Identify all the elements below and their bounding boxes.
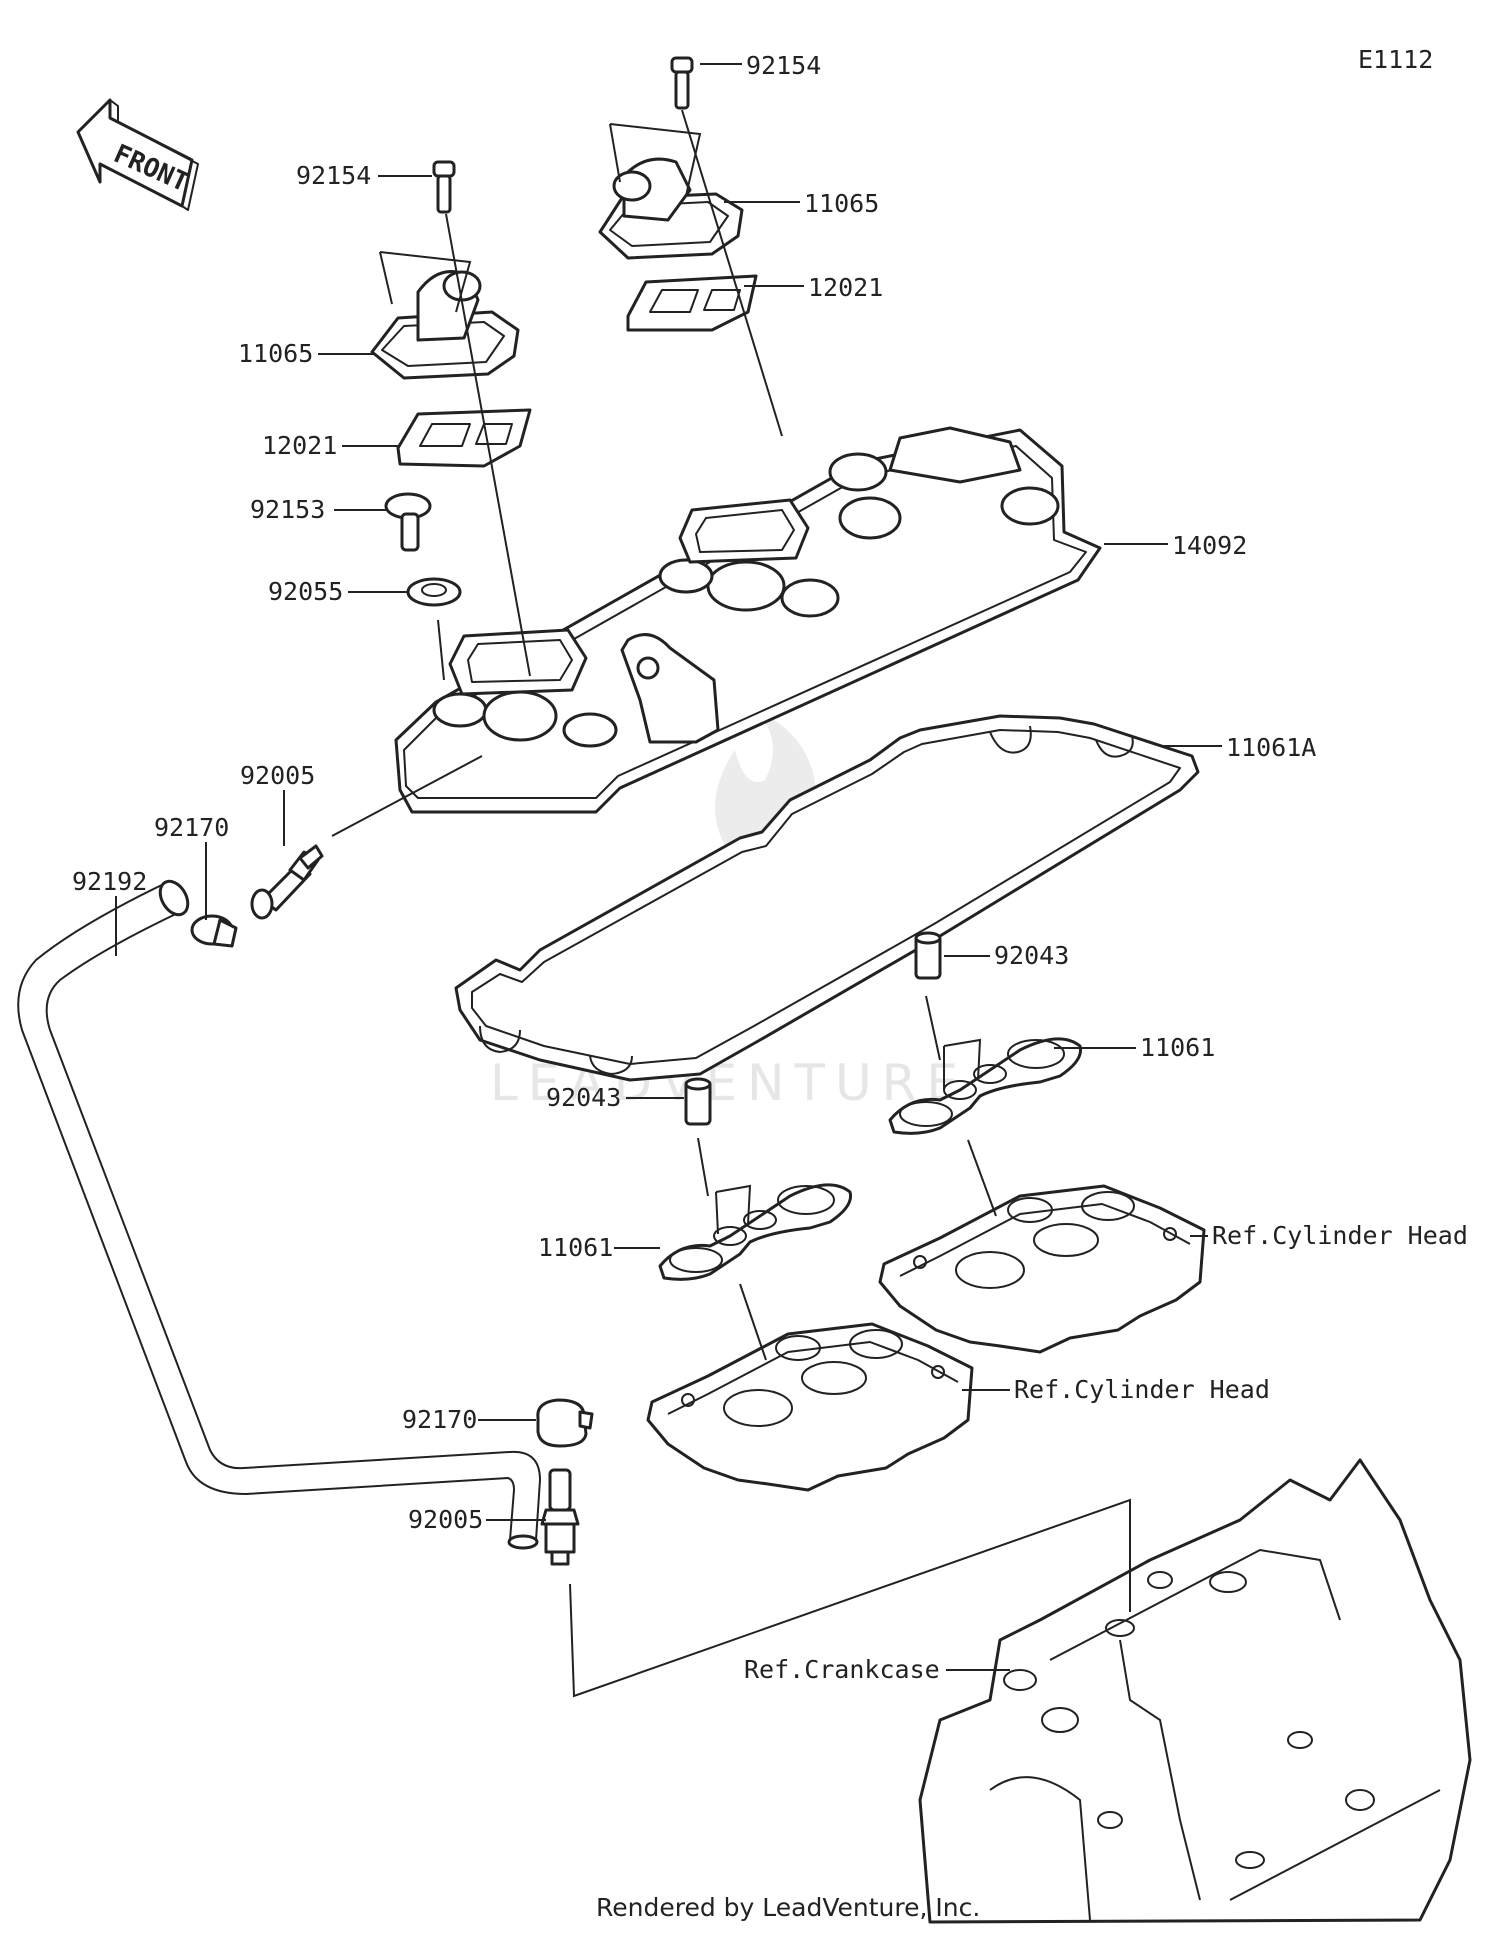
cylinder-head-ref-left bbox=[646, 1322, 974, 1492]
callout-92192: 92192 bbox=[72, 867, 147, 896]
grommet-92055 bbox=[406, 577, 462, 607]
bolt-92153 bbox=[384, 492, 432, 552]
callout-labels: 92154 92154 11065 11065 12021 12021 9215… bbox=[72, 51, 1468, 1684]
gasket-12021-right bbox=[626, 274, 758, 332]
callout-11065-left: 11065 bbox=[238, 339, 313, 368]
cylinder-head-ref-right bbox=[878, 1184, 1206, 1354]
clamp-92170-bottom bbox=[536, 1398, 594, 1448]
callout-12021-left: 12021 bbox=[262, 431, 337, 460]
fitting-92005-bottom bbox=[540, 1468, 580, 1566]
callout-92170-bottom: 92170 bbox=[402, 1405, 477, 1434]
callout-92170-top: 92170 bbox=[154, 813, 229, 842]
bolt-92154-left bbox=[432, 160, 456, 214]
leader-lines bbox=[115, 63, 1222, 1698]
callout-11065-right: 11065 bbox=[804, 189, 879, 218]
diagram-code: E1112 bbox=[1358, 45, 1433, 74]
callout-92043-left: 92043 bbox=[546, 1083, 621, 1112]
callout-ref-crankcase: Ref.Crankcase bbox=[744, 1655, 940, 1684]
head-cover-gasket-11061A bbox=[454, 714, 1200, 1082]
callout-ref-cylinder-head-right: Ref.Cylinder Head bbox=[1212, 1221, 1468, 1250]
footer-credit: Rendered by LeadVenture, Inc. bbox=[596, 1893, 980, 1922]
bolt-92154-right bbox=[670, 56, 694, 110]
gasket-12021-left bbox=[396, 408, 532, 468]
callout-92043-right: 92043 bbox=[994, 941, 1069, 970]
callout-12021-right: 12021 bbox=[808, 273, 883, 302]
callout-92154-left: 92154 bbox=[296, 161, 371, 190]
callout-92055: 92055 bbox=[268, 577, 343, 606]
cylinder-head-cover-14092 bbox=[394, 426, 1102, 814]
callout-ref-cylinder-head-left: Ref.Cylinder Head bbox=[1014, 1375, 1270, 1404]
callout-11061-right: 11061 bbox=[1140, 1033, 1215, 1062]
plug-hole-gasket-11061-left bbox=[658, 1183, 853, 1281]
callout-92154-top: 92154 bbox=[746, 51, 821, 80]
front-arrow-icon: FRONT bbox=[76, 98, 199, 211]
breather-hose-92192 bbox=[17, 879, 541, 1550]
clamp-92170-top bbox=[190, 914, 238, 948]
breather-cover-11065-left bbox=[370, 270, 520, 380]
callout-11061-left: 11061 bbox=[538, 1233, 613, 1262]
callout-92005-top: 92005 bbox=[240, 761, 315, 790]
fitting-92005-top bbox=[250, 844, 324, 920]
breather-cover-11065-right bbox=[598, 157, 744, 260]
plug-hole-gasket-11061-right bbox=[888, 1037, 1083, 1135]
callout-14092: 14092 bbox=[1172, 531, 1247, 560]
crankcase-ref bbox=[918, 1458, 1472, 1924]
dowel-pin-92043-right bbox=[914, 931, 942, 980]
callout-92153: 92153 bbox=[250, 495, 325, 524]
callout-92005-bottom: 92005 bbox=[408, 1505, 483, 1534]
callout-11061A: 11061A bbox=[1226, 733, 1316, 762]
dowel-pin-92043-left bbox=[684, 1077, 712, 1126]
